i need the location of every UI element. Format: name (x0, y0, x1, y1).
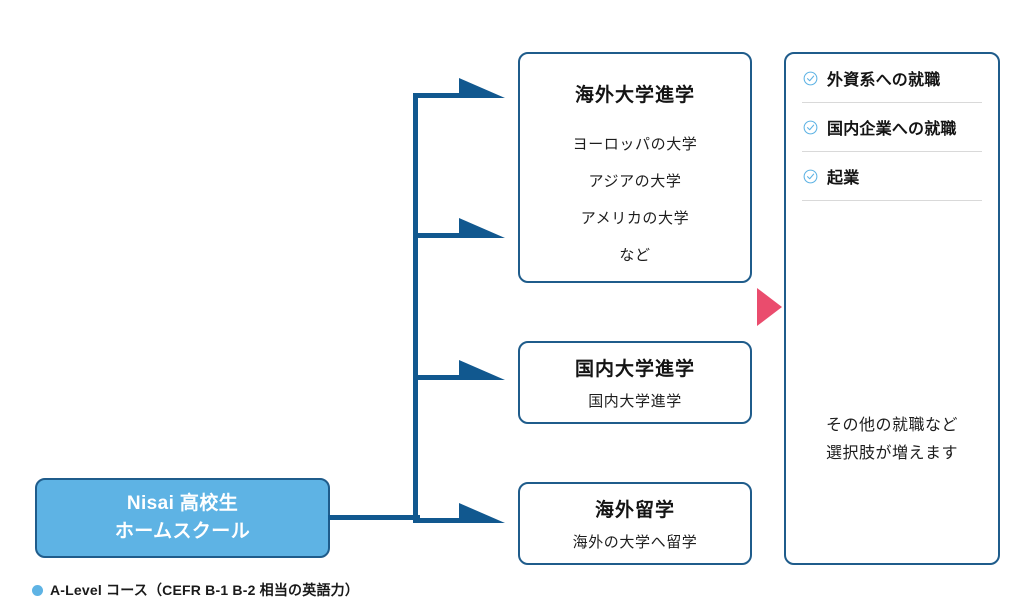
arrow-head-branch-1 (459, 78, 505, 98)
card-item: 国内大学進学 (588, 393, 682, 410)
legend-dot-icon (32, 584, 43, 596)
card-title: 海外留学 (594, 500, 675, 521)
check-circle-icon (803, 169, 818, 183)
outcome-divider (802, 151, 982, 152)
connector-branch-2 (413, 233, 461, 238)
source-node-nisai-homeschool[interactable]: Nisai 高校生 ホームスクール (35, 478, 330, 558)
outcomes-note-line-1: その他の就職など (825, 417, 958, 434)
check-circle-icon (803, 120, 818, 134)
card-item: 海外の大学へ留学 (572, 534, 698, 551)
arrow-head-branch-4 (459, 503, 505, 523)
card-item: など (619, 247, 651, 264)
outcome-label: 国内企業への就職 (827, 121, 957, 138)
outcome-item-entrepreneurship[interactable]: 起業 (800, 152, 984, 200)
outcome-item-foreign-company[interactable]: 外資系への就職 (800, 54, 984, 102)
connector-vertical-trunk (413, 93, 418, 523)
legend-label: A-Level コース（CEFR B-1 B-2 相当の英語力） (50, 582, 360, 598)
check-circle-icon (803, 71, 818, 85)
outcomes-note-line-2: 選択肢が増えます (825, 445, 958, 462)
legend: A-Level コース（CEFR B-1 B-2 相当の英語力） (32, 580, 359, 600)
source-node-line-1: Nisai 高校生 (126, 493, 239, 515)
card-domestic-university[interactable]: 国内大学進学 国内大学進学 (518, 341, 752, 424)
card-title: 海外大学進学 (574, 85, 695, 106)
connector-branch-3 (413, 375, 461, 380)
red-transition-arrow (757, 288, 782, 326)
outcome-item-domestic-company[interactable]: 国内企業への就職 (800, 103, 984, 151)
outcome-label: 起業 (827, 170, 860, 187)
card-title: 国内大学進学 (574, 359, 695, 380)
outcomes-panel-note: その他の就職など 選択肢が増えます (786, 412, 998, 468)
connector-source-stub (328, 515, 420, 520)
connector-branch-4 (413, 518, 461, 523)
source-node-line-2: ホームスクール (114, 521, 251, 542)
outcome-label: 外資系への就職 (827, 72, 941, 89)
card-study-abroad[interactable]: 海外留学 海外の大学へ留学 (518, 482, 752, 565)
arrow-head-branch-3 (459, 360, 505, 380)
card-item: アジアの大学 (588, 173, 682, 190)
outcomes-panel: 外資系への就職 国内企業への就職 起業 その他の就職など 選択肢が増えます (784, 52, 1000, 565)
card-item: アメリカの大学 (580, 210, 690, 227)
arrow-head-branch-2 (459, 218, 505, 238)
outcome-divider (802, 200, 982, 201)
connector-branch-1 (413, 93, 461, 98)
outcome-divider (802, 102, 982, 103)
card-overseas-university[interactable]: 海外大学進学 ヨーロッパの大学 アジアの大学 アメリカの大学 など (518, 52, 752, 283)
card-item: ヨーロッパの大学 (572, 136, 698, 153)
